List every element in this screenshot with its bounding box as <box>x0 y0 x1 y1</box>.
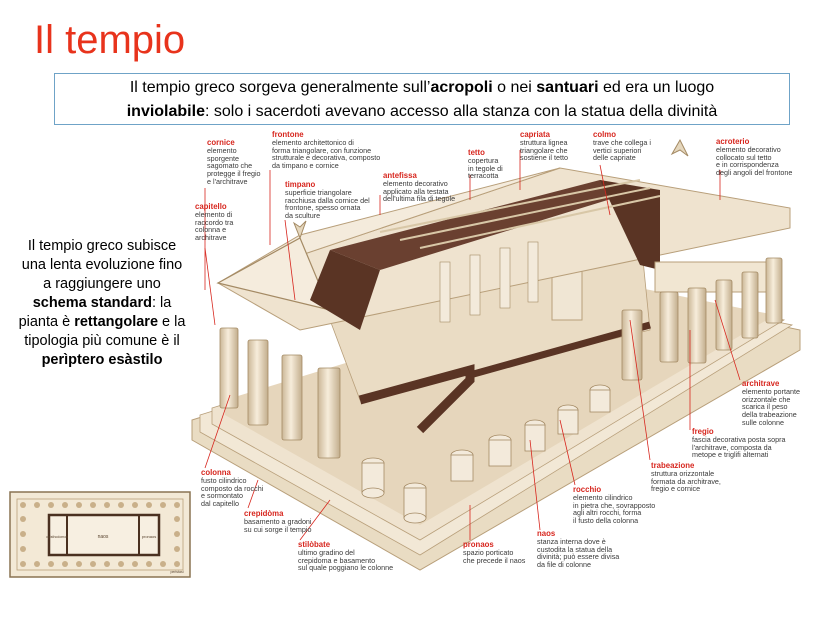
label-naos: naos stanza interna dove è custodita la … <box>537 529 620 570</box>
label-acroterio: acroterio elemento decorativo collocato … <box>716 137 793 178</box>
intro-text-3: ed era un luogo <box>598 79 715 96</box>
label-fregio: fregio fascia decorativa posta sopra l'a… <box>692 427 786 460</box>
label-tetto: tetto copertura in tegole di terracotta <box>468 148 503 181</box>
label-rocchio: rocchio elemento cilindrico in pietra ch… <box>573 485 656 526</box>
side-text-1: Il tempio greco subisce una lenta evoluz… <box>21 238 183 292</box>
label-colonna: colonna fusto cilindrico composto da roc… <box>201 468 264 509</box>
plan-pronaos-label: pronaos <box>142 534 156 539</box>
intro-inviolabile: inviolabile <box>126 103 205 120</box>
label-crepidoma: crepidòma basamento a gradoni su cui sor… <box>244 509 312 534</box>
side-text-3: e la tipologia più comune è il <box>24 314 186 349</box>
intro-box: Il tempio greco sorgeva generalmente sul… <box>54 73 790 125</box>
label-pronaos: pronaos spazio porticato che precede il … <box>463 540 526 565</box>
side-rettangolare: rettangolare <box>74 314 159 330</box>
side-text-2: : la pianta è <box>18 295 172 330</box>
intro-text-2: o nei <box>492 79 537 96</box>
intro-santuari: santuari <box>536 79 599 96</box>
side-text: Il tempio greco subisce una lenta evoluz… <box>18 237 186 370</box>
intro-text-4: : solo i sacerdoti avevano accesso alla … <box>204 103 718 120</box>
label-capriata: capriata struttura lignea triangolare ch… <box>520 130 568 163</box>
label-frontone: frontone elemento architettonico di form… <box>272 130 381 171</box>
label-antefissa: antefissa elemento decorativo applicato … <box>383 171 456 204</box>
label-colmo: colmo trave che collega i vertici superi… <box>593 130 651 163</box>
plan-naos-label: naos <box>98 534 109 540</box>
side-schema-standard: schema standard <box>32 295 152 311</box>
label-capitello: capitello elemento di raccordo tra colon… <box>195 202 234 243</box>
floor-plan: naos pronaos opisthodomos peristasi <box>9 491 191 578</box>
page-title: Il tempio <box>34 18 186 62</box>
label-architrave: architrave elemento portante orizzontale… <box>742 379 800 427</box>
plan-opisthodomos-label: opisthodomos <box>46 535 68 539</box>
label-stilobate: stilòbate ultimo gradino del crepidoma e… <box>298 540 394 573</box>
side-periptero: perìptero esàstilo <box>41 352 163 368</box>
label-cornice: cornice elemento sporgente sagomato che … <box>207 138 261 186</box>
plan-peristasis-label: peristasi <box>170 570 183 574</box>
label-timpano: timpano superficie triangolare racchiusa… <box>285 180 370 221</box>
intro-acropoli: acropoli <box>430 79 493 96</box>
label-trabeazione: trabeazione struttura orizzontale format… <box>651 461 721 494</box>
intro-text-1: Il tempio greco sorgeva generalmente sul… <box>129 79 431 96</box>
